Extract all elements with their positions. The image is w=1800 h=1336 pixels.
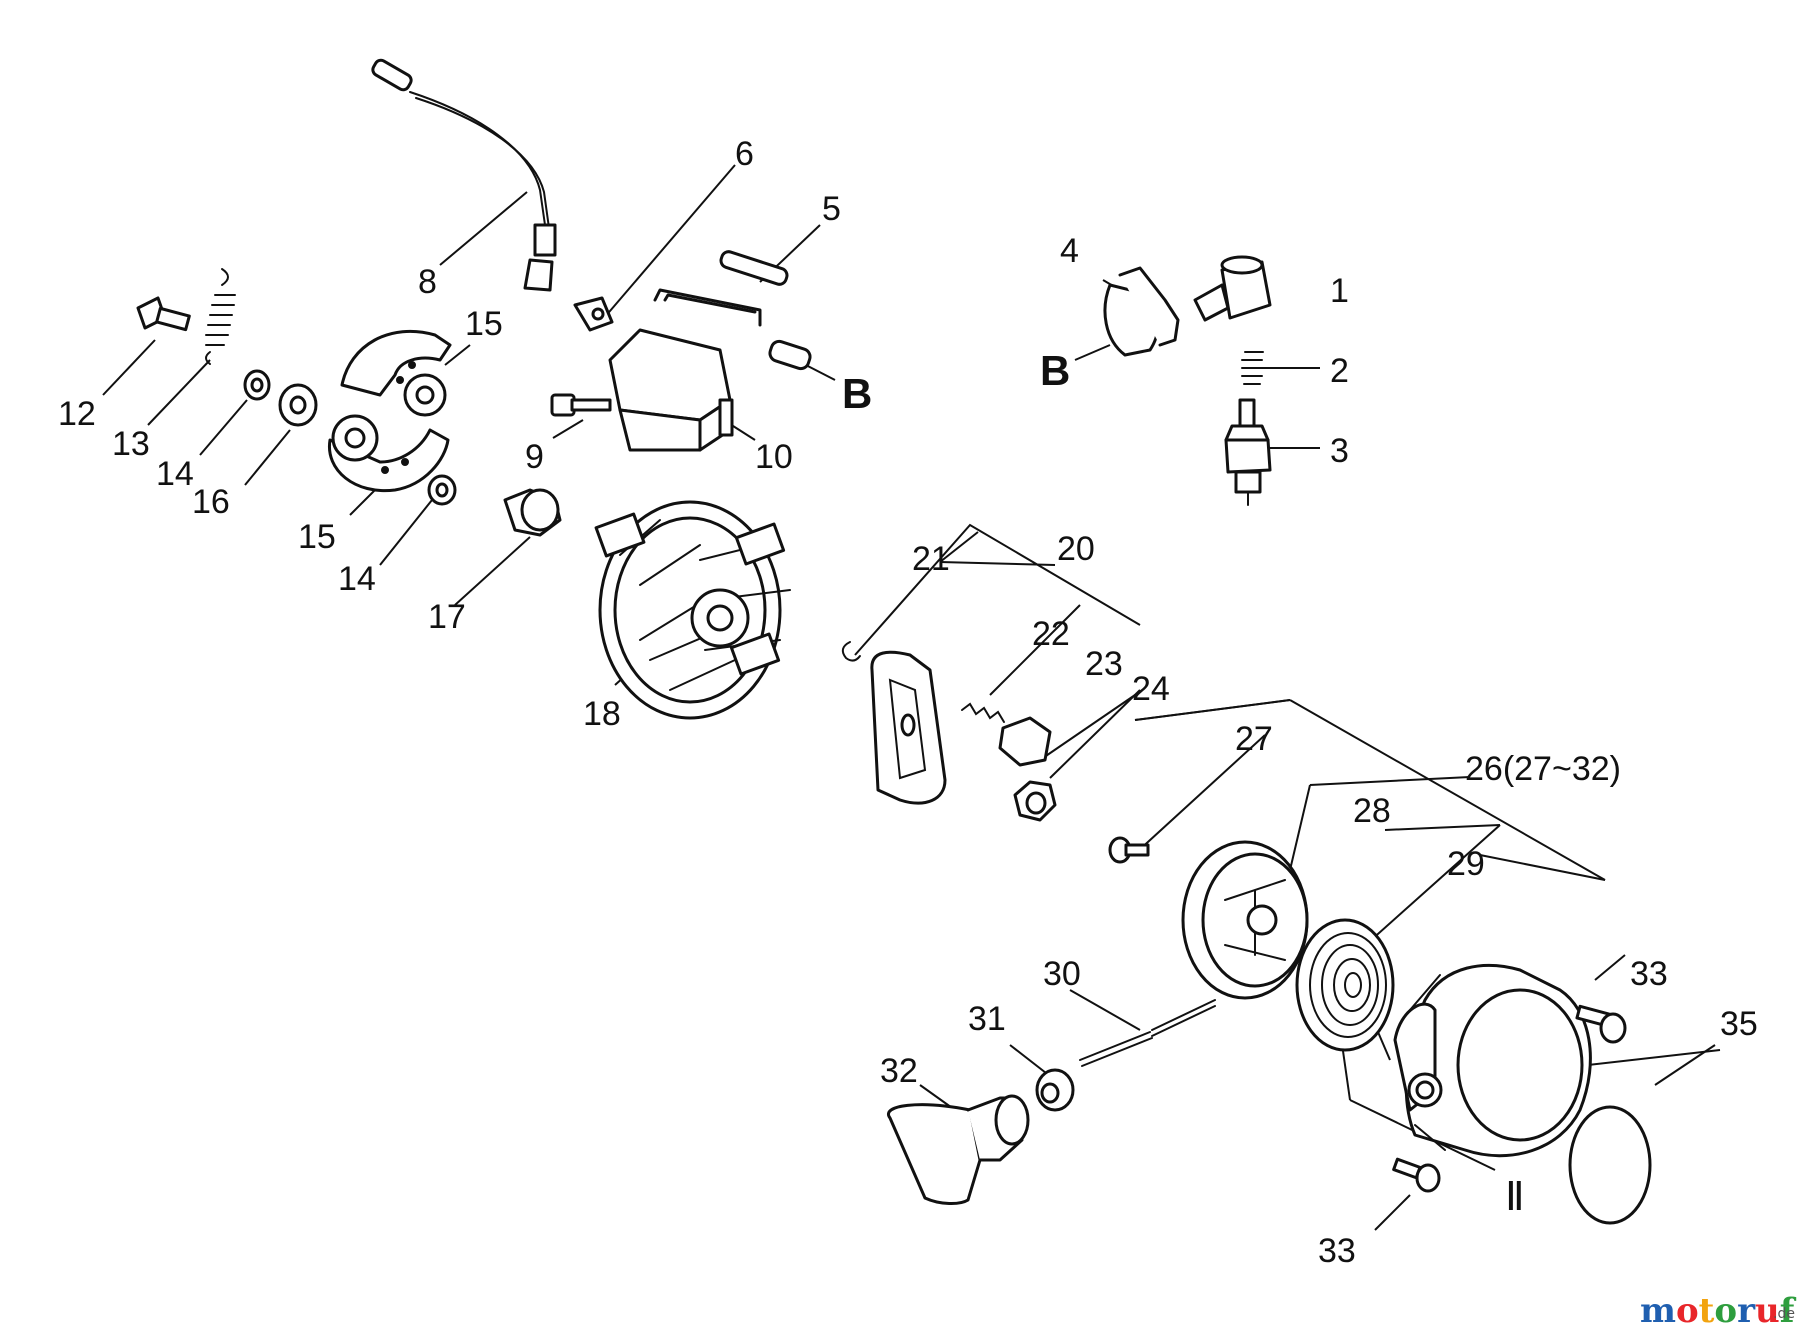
svg-text:motoruf: motoruf	[1640, 1291, 1797, 1331]
watermark-letter-7: f	[1780, 1291, 1797, 1331]
part-2-spring	[1241, 351, 1264, 385]
part-3-spark-plug	[1224, 398, 1272, 506]
callout-3: 3	[1330, 432, 1349, 470]
callout-20: 20	[1057, 530, 1095, 568]
callout-35: 35	[1720, 1005, 1758, 1043]
watermark-letter-2: o	[1676, 1291, 1699, 1331]
ref-b-left: B	[1040, 347, 1070, 394]
callout-29: 29	[1447, 845, 1485, 883]
part-15-clutch-shoe-lower	[327, 414, 450, 493]
part-4-cap	[1103, 266, 1180, 357]
callout-26: 26(27~32)	[1465, 750, 1621, 788]
callout-labels: 1 2 3 4 5 6 8 9 10 12 13 14 16 15 15 14 …	[58, 135, 1758, 1270]
callout-21: 21	[912, 540, 950, 578]
part-starter-cover	[1393, 963, 1592, 1158]
part-27-screw	[1108, 836, 1150, 864]
part-14-washer-a	[243, 369, 271, 401]
ref-b-right: B	[842, 370, 872, 417]
callout-13: 13	[112, 425, 150, 463]
part-18-flywheel	[594, 500, 791, 720]
callout-32: 32	[880, 1052, 918, 1090]
part-6-plate	[573, 296, 614, 332]
part-9-screw	[550, 393, 612, 417]
watermark-letter-4: o	[1714, 1291, 1737, 1331]
part-32-starter-handle	[886, 1094, 1030, 1205]
callout-8: 8	[418, 263, 437, 301]
callout-4: 4	[1060, 232, 1079, 270]
part-13-spring	[205, 268, 236, 365]
part-31-grommet	[1035, 1068, 1075, 1112]
callout-5: 5	[822, 190, 841, 228]
watermark-logo: motoruf .de	[1640, 1291, 1797, 1331]
watermark-suffix: .de	[1773, 1306, 1795, 1322]
callout-2: 2	[1330, 352, 1349, 390]
part-16-collar	[278, 383, 318, 427]
callout-27: 27	[1235, 720, 1273, 758]
part-1-plug-boot	[1193, 255, 1272, 322]
callout-6: 6	[735, 135, 754, 173]
callout-24: 24	[1132, 670, 1170, 708]
watermark-letter-3: t	[1699, 1291, 1715, 1331]
callout-1: 1	[1330, 272, 1349, 310]
part-28-pulley	[1181, 840, 1309, 1000]
callout-14-b: 14	[338, 560, 376, 598]
callout-23: 23	[1085, 645, 1123, 683]
callout-10: 10	[755, 438, 793, 476]
part-20-pawl-plate	[870, 650, 947, 805]
part-10-ignition-coil	[608, 288, 762, 452]
callout-33-a: 33	[1630, 955, 1668, 993]
part-5-pin	[719, 250, 812, 371]
ref-roman-ii: Ⅱ	[1505, 1174, 1525, 1219]
callout-17: 17	[428, 598, 466, 636]
part-33-bolt-b	[1392, 1157, 1441, 1193]
callout-18: 18	[583, 695, 621, 733]
part-15-clutch-shoe-upper	[340, 329, 452, 417]
part-12-bolt	[136, 296, 191, 332]
callout-12: 12	[58, 395, 96, 433]
part-8-ignition-lead	[371, 58, 557, 292]
watermark-letter-5: r	[1737, 1291, 1756, 1331]
callout-30: 30	[1043, 955, 1081, 993]
part-29-recoil-spring	[1295, 918, 1395, 1052]
callout-15-a: 15	[465, 305, 503, 343]
callout-22: 22	[1032, 615, 1070, 653]
part-33-bolt-a	[1575, 1004, 1627, 1044]
callout-14-a: 14	[156, 455, 194, 493]
callout-28: 28	[1353, 792, 1391, 830]
part-24-nut	[1013, 780, 1057, 822]
callout-33-b: 33	[1318, 1232, 1356, 1270]
callout-15-b: 15	[298, 518, 336, 556]
callout-31: 31	[968, 1000, 1006, 1038]
watermark-letter-1: m	[1640, 1291, 1676, 1331]
part-30-rope	[1079, 999, 1216, 1067]
part-14-washer-b	[427, 474, 457, 506]
part-23-pawl	[998, 716, 1052, 767]
part-17-nut	[503, 488, 562, 537]
callout-16: 16	[192, 483, 230, 521]
part-22-spring	[961, 702, 1005, 723]
watermark-letter-6: u	[1755, 1291, 1780, 1331]
part-35-ring	[1568, 1105, 1652, 1225]
part-21-clip	[841, 641, 861, 662]
callout-9: 9	[525, 438, 544, 476]
